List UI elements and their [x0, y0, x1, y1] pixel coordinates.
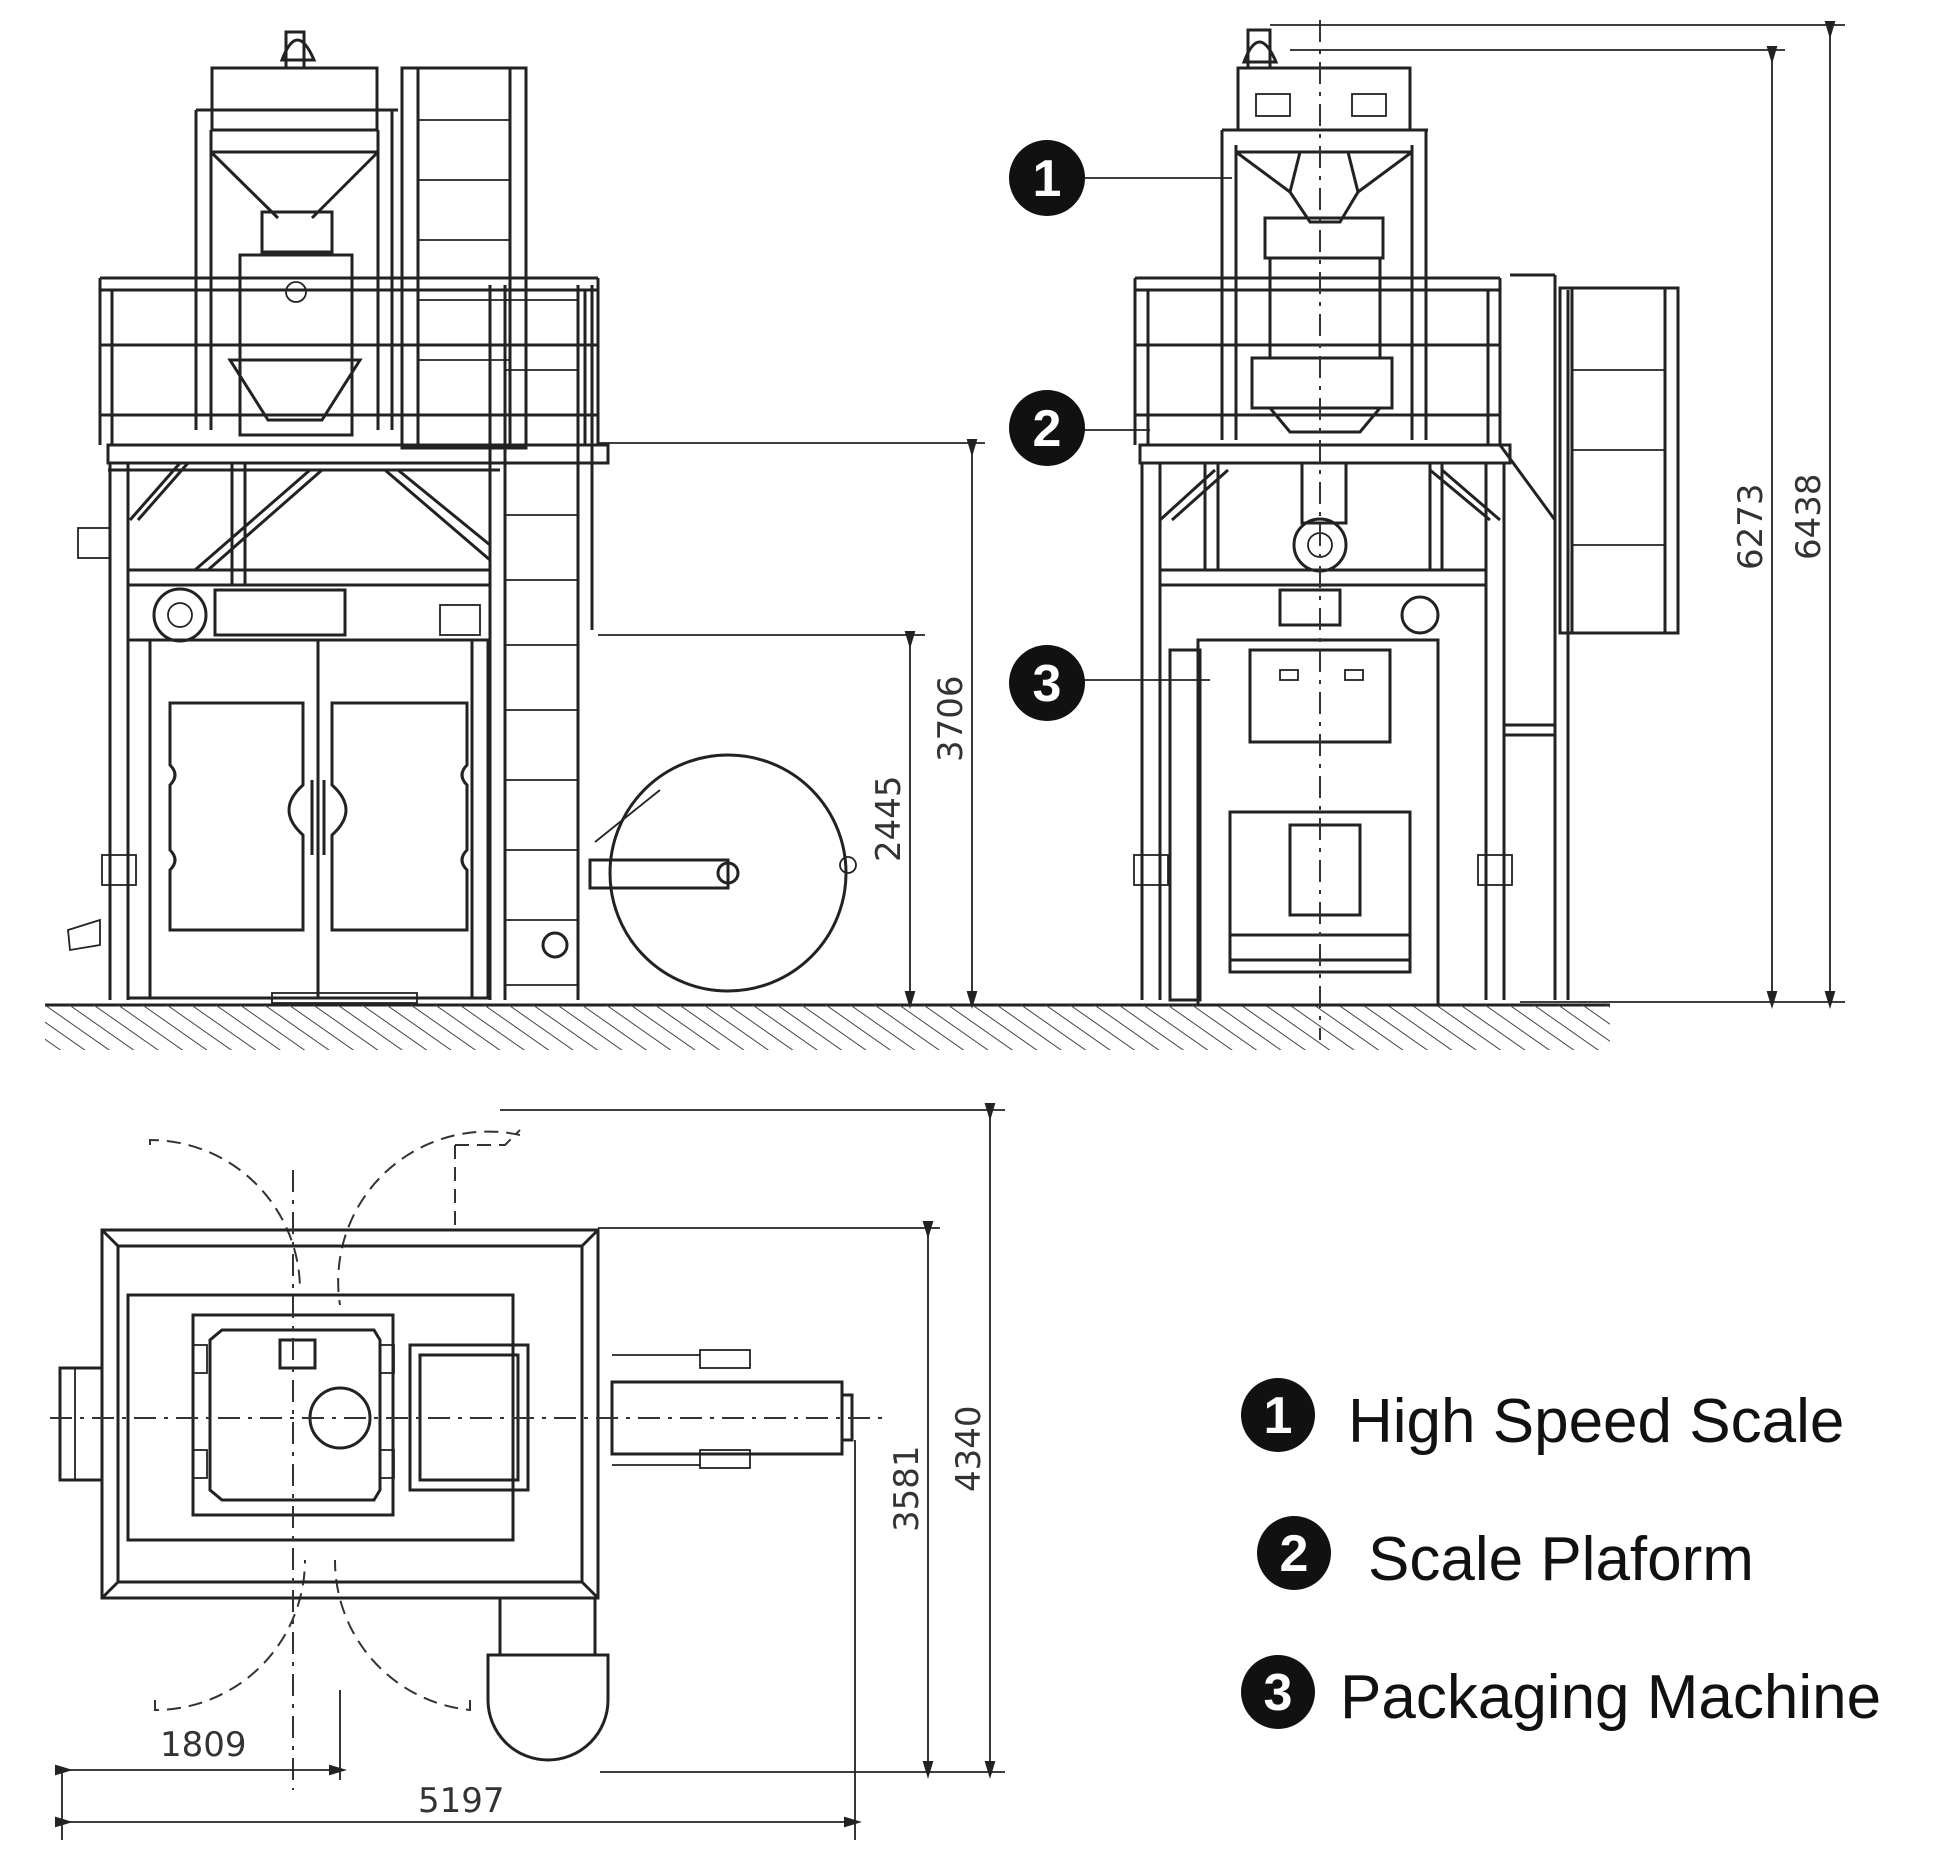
legend-item-3-number: 3 [1264, 1664, 1293, 1722]
callout-1: 1 [1009, 140, 1232, 216]
plan-view [50, 1129, 888, 1790]
legend: 1 High Speed Scale 2 Scale Plaform 3 Pac… [1241, 1378, 1881, 1732]
legend-item-2: 2 Scale Plaform [1257, 1516, 1754, 1594]
callout-3: 3 [1009, 645, 1210, 721]
dim-3706-label: 3706 [931, 675, 971, 762]
dim-2445-label: 2445 [869, 775, 909, 862]
dim-4340-label: 4340 [949, 1405, 989, 1492]
callout-2-number: 2 [1033, 400, 1062, 458]
callout-3-number: 3 [1033, 655, 1062, 713]
dim-6438-label: 6438 [1789, 473, 1829, 560]
dim-3581-label: 3581 [887, 1445, 927, 1532]
dim-1809-label: 1809 [160, 1725, 247, 1765]
legend-item-2-label: Scale Plaform [1368, 1525, 1754, 1594]
legend-item-3: 3 Packaging Machine [1241, 1655, 1881, 1732]
callout-2: 2 [1009, 390, 1150, 466]
legend-item-1-label: High Speed Scale [1348, 1387, 1844, 1456]
legend-item-1: 1 High Speed Scale [1241, 1378, 1844, 1456]
callout-1-number: 1 [1033, 150, 1062, 208]
side-elevation [1133, 20, 1680, 1040]
front-elevation [67, 30, 857, 1004]
front-dimension-lines [598, 439, 985, 1009]
dim-5197-label: 5197 [418, 1781, 505, 1821]
side-dimension-lines [1270, 21, 1845, 1009]
dim-6273-label: 6273 [1731, 483, 1771, 570]
plan-dimension-lines [55, 1103, 1005, 1840]
legend-item-2-number: 2 [1280, 1525, 1309, 1583]
ground-line [45, 1003, 1610, 1050]
legend-item-3-label: Packaging Machine [1340, 1663, 1881, 1732]
legend-item-1-number: 1 [1264, 1387, 1293, 1445]
